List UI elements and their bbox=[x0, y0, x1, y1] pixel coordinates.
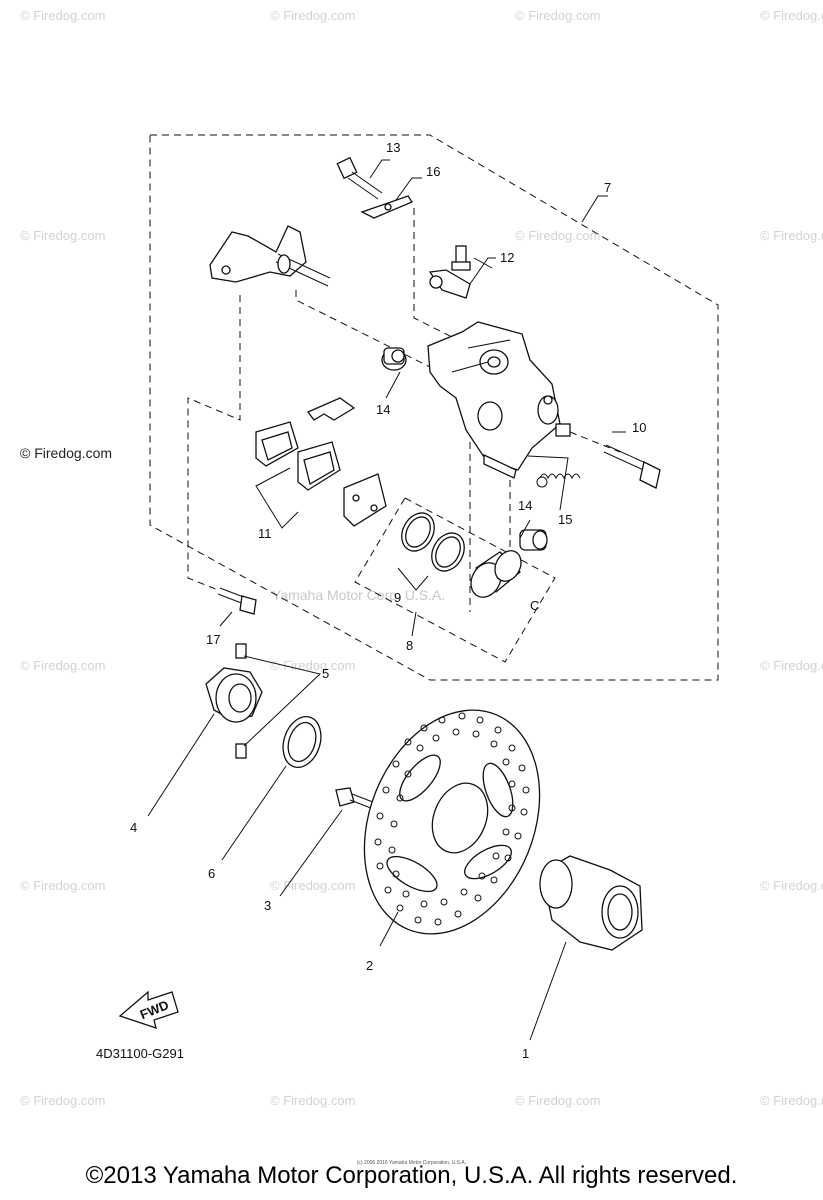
clip-16 bbox=[360, 195, 413, 219]
center-watermark: Yamaha Motor Corp. U.S.A. bbox=[272, 587, 445, 603]
watermark-text: © Firedog.com bbox=[20, 1093, 105, 1108]
guide-line-clip bbox=[413, 208, 463, 343]
seal-kit-boundary bbox=[354, 497, 556, 663]
watermark-text: © Firedog.com bbox=[760, 878, 823, 893]
spring-15 bbox=[536, 473, 581, 488]
callout-3: 3 bbox=[264, 898, 271, 913]
watermark-text-dark: © Firedog.com bbox=[20, 445, 112, 461]
circlip-glyph: C bbox=[530, 598, 539, 613]
callout-10: 10 bbox=[632, 420, 646, 435]
tiny-copyright-note: (c) 2006 2016 Yamaha Motor Corporation, … bbox=[356, 1160, 467, 1166]
callout-9: 9 bbox=[394, 590, 401, 605]
callout-7: 7 bbox=[604, 180, 611, 195]
boot-14-upper bbox=[381, 347, 407, 371]
pin-bracket bbox=[209, 225, 331, 287]
callout-17: 17 bbox=[206, 632, 220, 647]
watermark-text: © Firedog.com bbox=[760, 1093, 823, 1108]
boot-14-lower bbox=[519, 529, 548, 551]
brake-pads-11 bbox=[255, 397, 387, 527]
callout-5: 5 bbox=[322, 666, 329, 681]
bolt-17 bbox=[217, 587, 257, 615]
callout-2: 2 bbox=[366, 958, 373, 973]
seals-9 bbox=[401, 512, 465, 572]
watermark-text: © Firedog.com bbox=[515, 8, 600, 23]
fwd-arrow-icon: FWD bbox=[118, 990, 179, 1029]
diagram-code: 4D31100-G291 bbox=[96, 1046, 184, 1061]
watermark-text: © Firedog.com bbox=[20, 878, 105, 893]
watermark-text: © Firedog.com bbox=[515, 1093, 600, 1108]
watermark-text: © Firedog.com bbox=[20, 658, 105, 673]
callout-4: 4 bbox=[130, 820, 137, 835]
guide-line-rod bbox=[295, 290, 461, 383]
hub-1 bbox=[539, 855, 643, 951]
hub-nut-4 bbox=[205, 667, 263, 723]
copyright-footer: ©2013 Yamaha Motor Corporation, U.S.A. A… bbox=[85, 1162, 738, 1189]
washer-6 bbox=[282, 716, 322, 768]
watermark-text: © Firedog.com bbox=[760, 8, 823, 23]
bolt-3 bbox=[335, 787, 379, 811]
callout-14-upper: 14 bbox=[376, 402, 390, 417]
guide-line-pin bbox=[187, 295, 241, 591]
bleeder-12 bbox=[428, 245, 471, 299]
callout-13: 13 bbox=[386, 140, 400, 155]
screws-5 bbox=[235, 643, 247, 759]
watermark-text: © Firedog.com bbox=[20, 8, 105, 23]
watermark-text: © Firedog.com bbox=[270, 1093, 355, 1108]
caliper-assembly-boundary bbox=[149, 134, 719, 681]
callout-16: 16 bbox=[426, 164, 440, 179]
watermark-text: © Firedog.com bbox=[270, 658, 355, 673]
callout-labels: 13 16 7 12 14 10 11 15 14 9 8 17 5 4 6 3… bbox=[130, 140, 646, 1061]
callout-15: 15 bbox=[558, 512, 572, 527]
watermark-grid: © Firedog.com © Firedog.com © Firedog.co… bbox=[20, 8, 823, 1108]
watermark-text: © Firedog.com bbox=[270, 8, 355, 23]
watermark-text: © Firedog.com bbox=[760, 658, 823, 673]
watermark-text: © Firedog.com bbox=[760, 228, 823, 243]
bolt-10 bbox=[603, 444, 661, 489]
callout-6: 6 bbox=[208, 866, 215, 881]
bolt-13 bbox=[336, 156, 383, 200]
guide-line-bolt10 bbox=[569, 431, 621, 453]
callout-14-lower: 14 bbox=[518, 498, 532, 513]
watermark-text: © Firedog.com bbox=[270, 878, 355, 893]
leader-lines bbox=[147, 159, 626, 1041]
callout-12: 12 bbox=[500, 250, 514, 265]
piston: C bbox=[470, 550, 539, 613]
caliper-body bbox=[427, 321, 571, 479]
callout-1: 1 bbox=[522, 1046, 529, 1061]
brake-disc-2 bbox=[363, 709, 541, 935]
watermark-text: © Firedog.com bbox=[515, 228, 600, 243]
callout-8: 8 bbox=[406, 638, 413, 653]
callout-11: 11 bbox=[258, 526, 272, 541]
watermark-text: © Firedog.com bbox=[20, 228, 105, 243]
